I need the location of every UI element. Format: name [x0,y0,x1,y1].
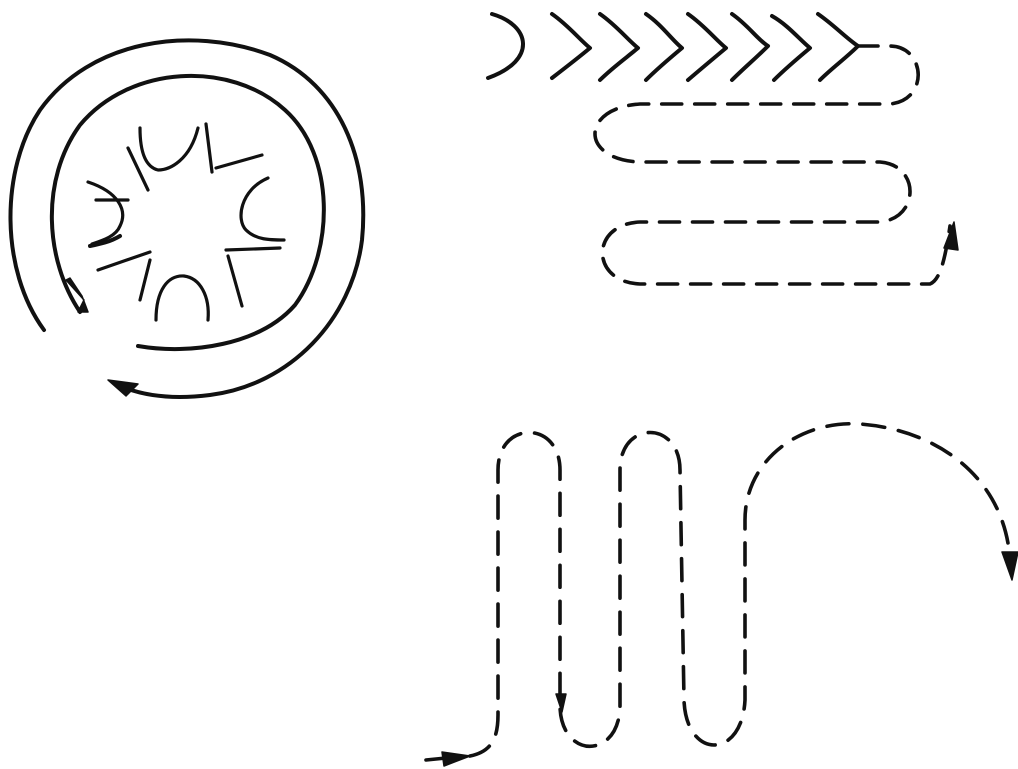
arrow-loop-icon [556,694,566,712]
chevron-8 [818,14,858,80]
chevron-1 [488,14,523,78]
dashed-serpentine [595,46,950,284]
dashed-loops-path [470,424,1010,756]
chevron-6 [732,14,768,80]
star-shape [88,124,284,320]
chevron-2 [552,14,590,78]
spiral-inner-arc [52,76,324,349]
zigzag-panel [488,14,958,284]
loops-panel [426,424,1018,766]
chevron-5 [688,14,726,80]
chevron-7 [772,16,810,80]
spiral-panel [10,40,363,397]
chevron-4 [646,14,682,80]
chevron-3 [600,14,638,80]
arrow-lead-in-icon [442,752,470,766]
arrow-outer-icon [108,380,138,396]
spiral-outer-arc [10,40,363,397]
arrow-arc-end-icon [1002,552,1018,580]
